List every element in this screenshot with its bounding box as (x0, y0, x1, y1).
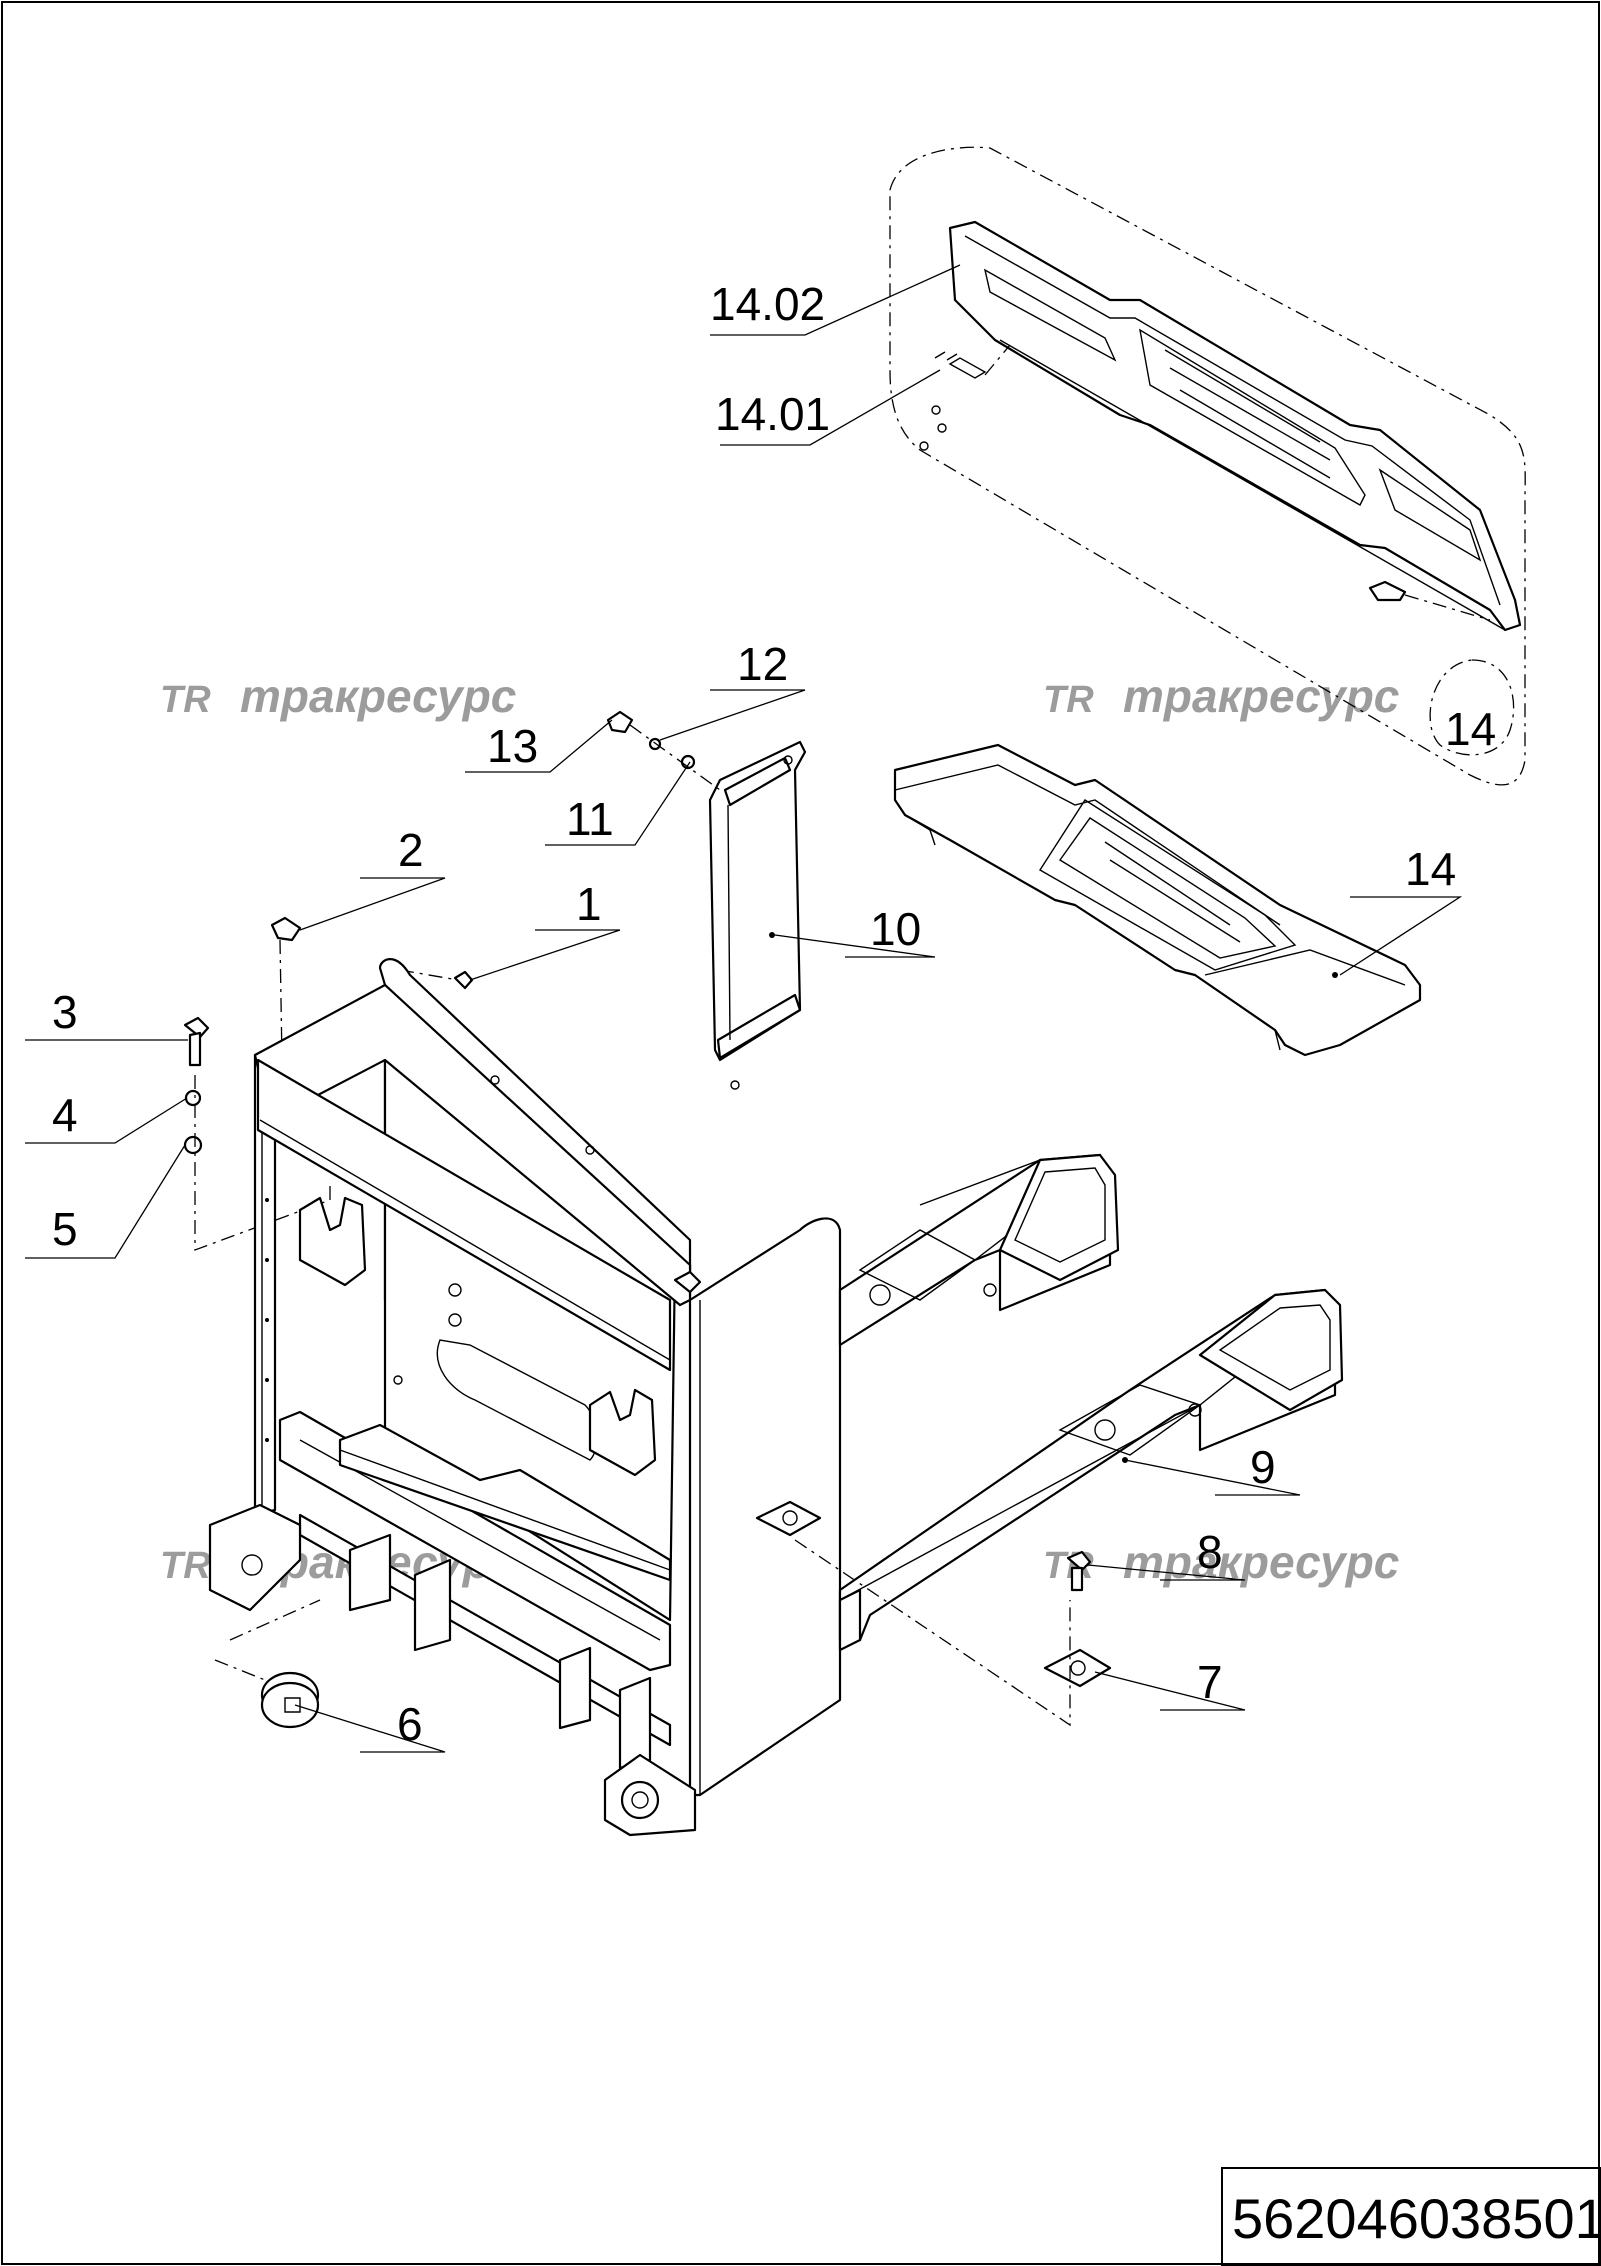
callout-14-01: 14.01 (715, 388, 830, 440)
watermark-top-right: TR тракресурс (1043, 670, 1399, 722)
detail-14-view (889, 146, 1526, 786)
drawing-code-box: 562046038501 (1221, 2167, 1601, 2266)
callout-10: 10 (870, 903, 921, 955)
callout-12: 12 (737, 638, 788, 690)
svg-text:TR: TR (1043, 679, 1094, 721)
callout-8: 8 (1197, 1526, 1223, 1578)
watermark-bottom-right: TR тракресурс (1043, 1536, 1399, 1588)
svg-text:TR: TR (160, 1545, 211, 1587)
callout-2: 2 (398, 824, 424, 876)
part-14-tray (893, 743, 1422, 1057)
callout-6: 6 (397, 1698, 423, 1750)
callout-14-02: 14.02 (710, 278, 825, 330)
svg-text:тракресурс: тракресурс (240, 670, 516, 722)
part-10-plate (708, 740, 807, 1090)
callout-4: 4 (52, 1089, 78, 1141)
svg-text:TR: TR (160, 679, 211, 721)
part-9-forks (838, 1153, 1344, 1652)
callout-7: 7 (1197, 1656, 1223, 1708)
svg-text:тракресурс: тракресурс (1123, 1536, 1399, 1588)
callout-labels: 14.02 14.01 12 13 11 14 14 2 1 10 3 4 5 … (52, 278, 1496, 1750)
watermark-top-left: TR тракресурс (160, 670, 516, 722)
callout-3: 3 (52, 986, 78, 1038)
callout-leaders (25, 264, 1463, 1753)
part-6-wheel (214, 1599, 321, 1729)
callout-13: 13 (487, 720, 538, 772)
callout-14-detail: 14 (1445, 703, 1496, 755)
callout-9: 9 (1250, 1441, 1276, 1493)
main-frame (208, 958, 842, 1837)
drawing-code: 562046038501 (1232, 2187, 1601, 2250)
svg-text:тракресурс: тракресурс (1123, 670, 1399, 722)
callout-5: 5 (52, 1203, 78, 1255)
callout-14: 14 (1405, 843, 1456, 895)
callout-11: 11 (566, 793, 614, 845)
parts-7-8 (755, 1500, 1112, 1727)
fasteners-11-12-13 (606, 710, 721, 791)
callout-1: 1 (576, 878, 602, 930)
